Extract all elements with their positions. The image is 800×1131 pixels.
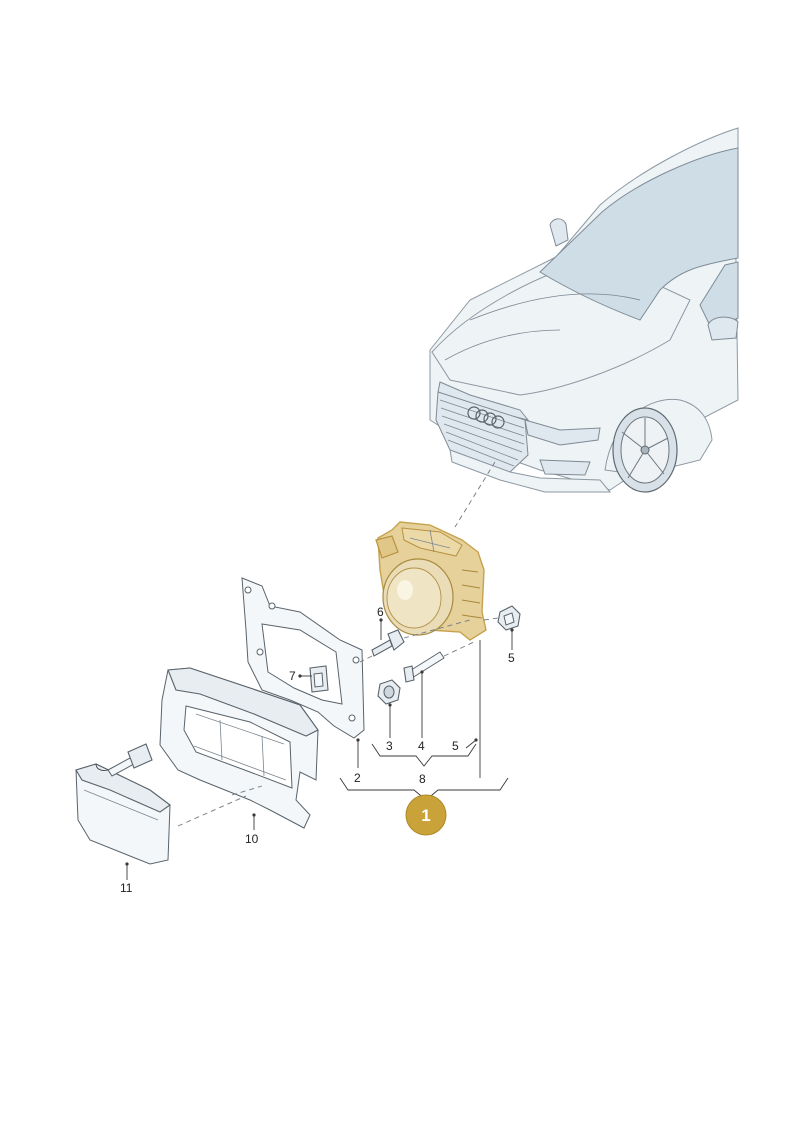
label-8: 8 [419,772,426,786]
clip-alignment-line [483,617,499,621]
frame-alignment-line [177,795,247,827]
label-1: 1 [421,806,430,825]
brand-rings-logo [467,406,505,429]
label-6: 6 [377,605,384,619]
retaining-clip [309,665,329,693]
adjusting-stud [403,651,445,683]
mounting-reference-line [454,461,496,528]
stud-alignment-line [443,641,475,657]
radar-sensor-unit [375,521,487,641]
brace-group-8 [371,743,477,767]
adjusting-nut [377,679,401,705]
leader-lines [125,618,514,880]
car-front-view [429,127,739,493]
sensor-alignment-line [403,619,471,639]
mounting-frame [159,667,319,829]
label-4: 4 [418,739,425,753]
label-5-lower: 5 [452,739,459,753]
part-number-badge: 1 [405,794,447,836]
label-5-right: 5 [508,651,515,665]
label-10: 10 [245,832,259,846]
label-11: 11 [120,881,133,895]
trim-cover [75,743,171,865]
bolt-alignment-line [359,655,373,663]
label-7: 7 [289,669,296,683]
label-3: 3 [386,739,393,753]
bolt [371,629,405,657]
front-wheel [612,407,678,493]
label-2: 2 [354,771,361,785]
clip-nut [497,605,521,631]
